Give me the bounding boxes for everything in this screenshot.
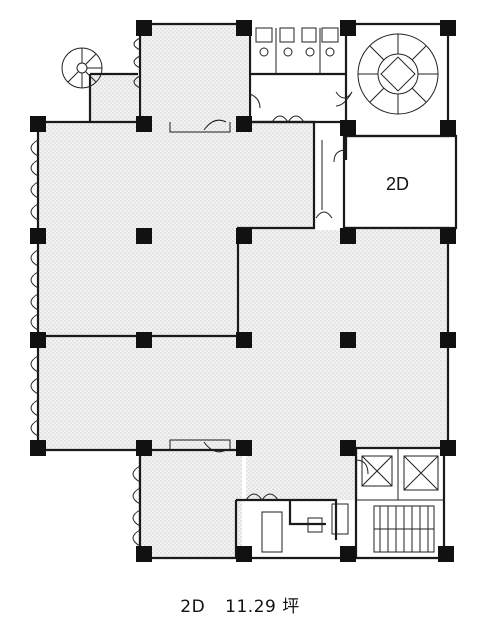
- spiral-stair-small: [61, 47, 103, 89]
- caption-unit: 2D: [180, 597, 206, 617]
- stair-lower-right: [373, 505, 435, 553]
- toilets: [255, 27, 339, 74]
- caption-area: 11.29 坪: [225, 597, 300, 617]
- doors: [169, 91, 369, 501]
- columns: [30, 20, 456, 562]
- floor-fill: [38, 24, 448, 558]
- service-room-small: [261, 503, 349, 553]
- windows-left: [30, 37, 141, 547]
- spiral-stair-large: [357, 33, 439, 115]
- unit-2d-area: [342, 134, 458, 230]
- unit-2d-label: 2D: [386, 174, 410, 194]
- elevator: [361, 455, 439, 491]
- plan-caption: 2D 11.29 坪: [0, 592, 480, 617]
